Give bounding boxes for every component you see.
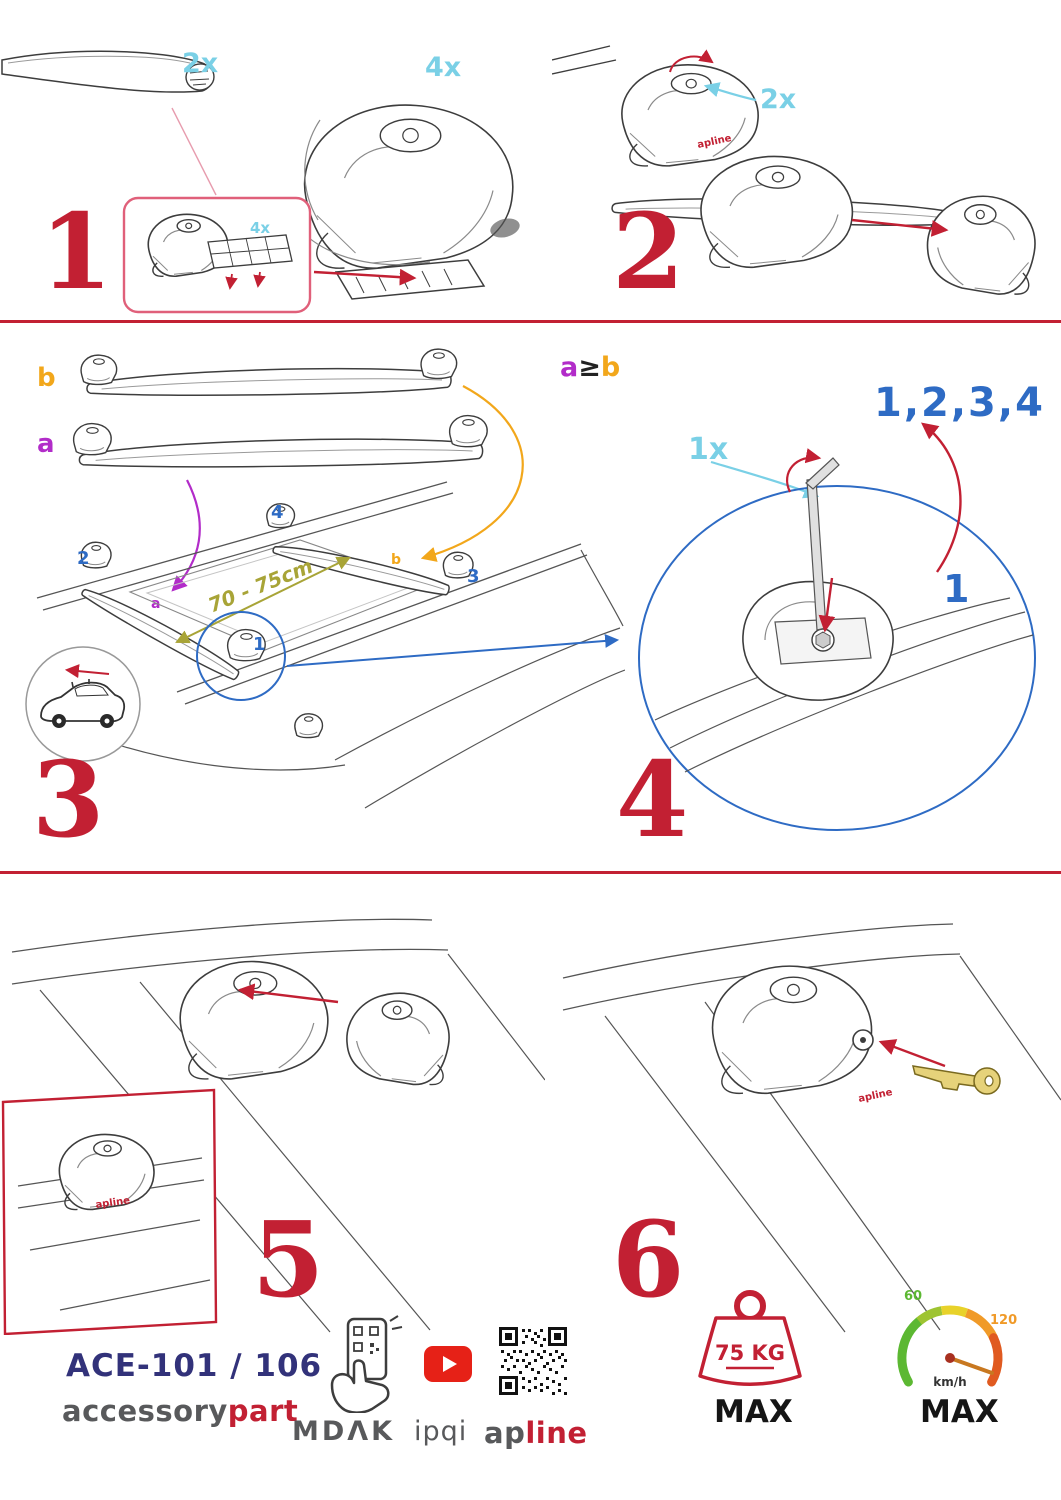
qty-label-pads: 4x bbox=[250, 219, 270, 237]
rule-operator: ≥ bbox=[578, 352, 601, 383]
detail-link-arrow bbox=[286, 633, 620, 667]
qty-label-covers: 2x bbox=[760, 84, 796, 115]
section-divider-2 bbox=[0, 871, 1061, 874]
rubber-pad-inset: 4x bbox=[122, 196, 312, 314]
key bbox=[911, 1065, 1001, 1095]
max-load-icon: 75 KG bbox=[698, 1290, 802, 1386]
brand-tag-small: apline bbox=[857, 1087, 893, 1105]
youtube-icon bbox=[424, 1346, 472, 1382]
max-speed-label: MAX bbox=[920, 1394, 999, 1430]
qty-label-bars: 2x bbox=[182, 48, 218, 79]
bar-a-label: a bbox=[37, 429, 55, 459]
bar-b-drawing bbox=[80, 348, 458, 397]
pad-install-arrow bbox=[313, 268, 417, 286]
qty-label-tool: 1x bbox=[688, 432, 729, 467]
brand-red-part: part bbox=[227, 1394, 299, 1428]
spacing-rule-label: a≥b bbox=[560, 352, 620, 383]
spread-measure-label: 70 - 75cm bbox=[205, 554, 317, 618]
section-divider-1 bbox=[0, 320, 1061, 323]
installed-foot-inset: apline bbox=[1, 1088, 218, 1335]
bar-a-small-label: a bbox=[151, 596, 160, 612]
step5-illustration: apline bbox=[1, 918, 545, 1335]
step4-number: 4 bbox=[616, 738, 689, 861]
tightening-detail-drawing bbox=[654, 448, 1034, 773]
bar-a-drawing bbox=[72, 414, 488, 468]
phone-scan-icon bbox=[330, 1315, 403, 1413]
apline-gray-part: ap bbox=[484, 1416, 526, 1450]
step2-illustration: apline 2x bbox=[552, 45, 1037, 296]
cover-slide-arrow bbox=[237, 983, 339, 1004]
rotate-arrow bbox=[785, 448, 822, 493]
speed-needle bbox=[948, 1356, 994, 1375]
bar-foot-assembly-drawing bbox=[610, 154, 1037, 296]
qty-arrow bbox=[703, 82, 757, 102]
speed-unit-label: km/h bbox=[933, 1375, 966, 1389]
step5-number: 5 bbox=[252, 1198, 325, 1321]
first-foot-number: 1 bbox=[943, 567, 969, 611]
step1-illustration: 2x 4x 4x bbox=[1, 48, 520, 314]
max-load-value: 75 KG bbox=[715, 1341, 785, 1365]
bar-a-position-arrow bbox=[171, 479, 201, 592]
apline-red-part: line bbox=[525, 1416, 588, 1450]
rule-b: b bbox=[600, 352, 621, 383]
foot1-number: 1 bbox=[253, 634, 266, 655]
max-load-label: MAX bbox=[714, 1394, 793, 1430]
sequence-arrow bbox=[921, 422, 962, 573]
step4-illustration: 1 bbox=[638, 422, 1036, 831]
foot2-number: 2 bbox=[77, 548, 90, 569]
tightening-sequence: 1,2,3,4 bbox=[874, 380, 1045, 426]
key-insert-arrow bbox=[878, 1039, 946, 1068]
detail-focus-circle bbox=[638, 485, 1036, 831]
partner-mdak: MDΛK bbox=[292, 1416, 396, 1447]
brand-tag-small: apline bbox=[95, 1195, 131, 1211]
leader-line bbox=[171, 107, 217, 196]
car-front-arrow bbox=[64, 664, 110, 679]
step3-illustration: b a a b 70 - bbox=[25, 348, 625, 809]
brand-apline: apline bbox=[484, 1416, 588, 1450]
brand-accessorypart: accessorypart bbox=[62, 1394, 298, 1428]
speed-high-label: 120 bbox=[990, 1313, 1017, 1328]
bar-b-label: b bbox=[37, 363, 56, 393]
car-direction-inset bbox=[25, 646, 141, 762]
max-speed-icon: 60 120 km/h bbox=[897, 1289, 1017, 1389]
brand-gray-part: accessory bbox=[62, 1394, 228, 1428]
foot3-number: 3 bbox=[467, 566, 480, 587]
torque-arrow bbox=[669, 49, 714, 73]
bar-b-small-label: b bbox=[391, 552, 401, 568]
step3-number: 3 bbox=[32, 738, 105, 861]
spread-measure-arrow bbox=[175, 556, 351, 644]
speed-low-label: 60 bbox=[904, 1289, 922, 1304]
tool-qty-arrow bbox=[710, 460, 820, 499]
crossbar-profile-drawing bbox=[1, 50, 215, 93]
foot1-focus-circle bbox=[196, 611, 286, 701]
qty-label-feet: 4x bbox=[425, 52, 461, 83]
roof-scene-drawing: 70 - 75cm 2 4 3 1 bbox=[36, 481, 625, 809]
step6-number: 6 bbox=[612, 1198, 685, 1321]
partner-ipqi: ipqi bbox=[414, 1416, 468, 1447]
bolt-arrow bbox=[818, 577, 836, 633]
qr-code bbox=[498, 1326, 568, 1396]
step2-number: 2 bbox=[612, 190, 685, 313]
foot4-number: 4 bbox=[271, 502, 284, 523]
bar-b-position-arrow bbox=[420, 385, 524, 562]
step1-number: 1 bbox=[40, 190, 113, 313]
roof-foot-drawing bbox=[299, 105, 520, 300]
foot-knob-drawing: apline bbox=[552, 45, 760, 168]
cover-install-arrow bbox=[851, 218, 949, 237]
step6-illustration: apline bbox=[562, 923, 1061, 1333]
rule-a: a bbox=[560, 352, 579, 383]
product-model: ACE-101 / 106 bbox=[66, 1348, 323, 1384]
